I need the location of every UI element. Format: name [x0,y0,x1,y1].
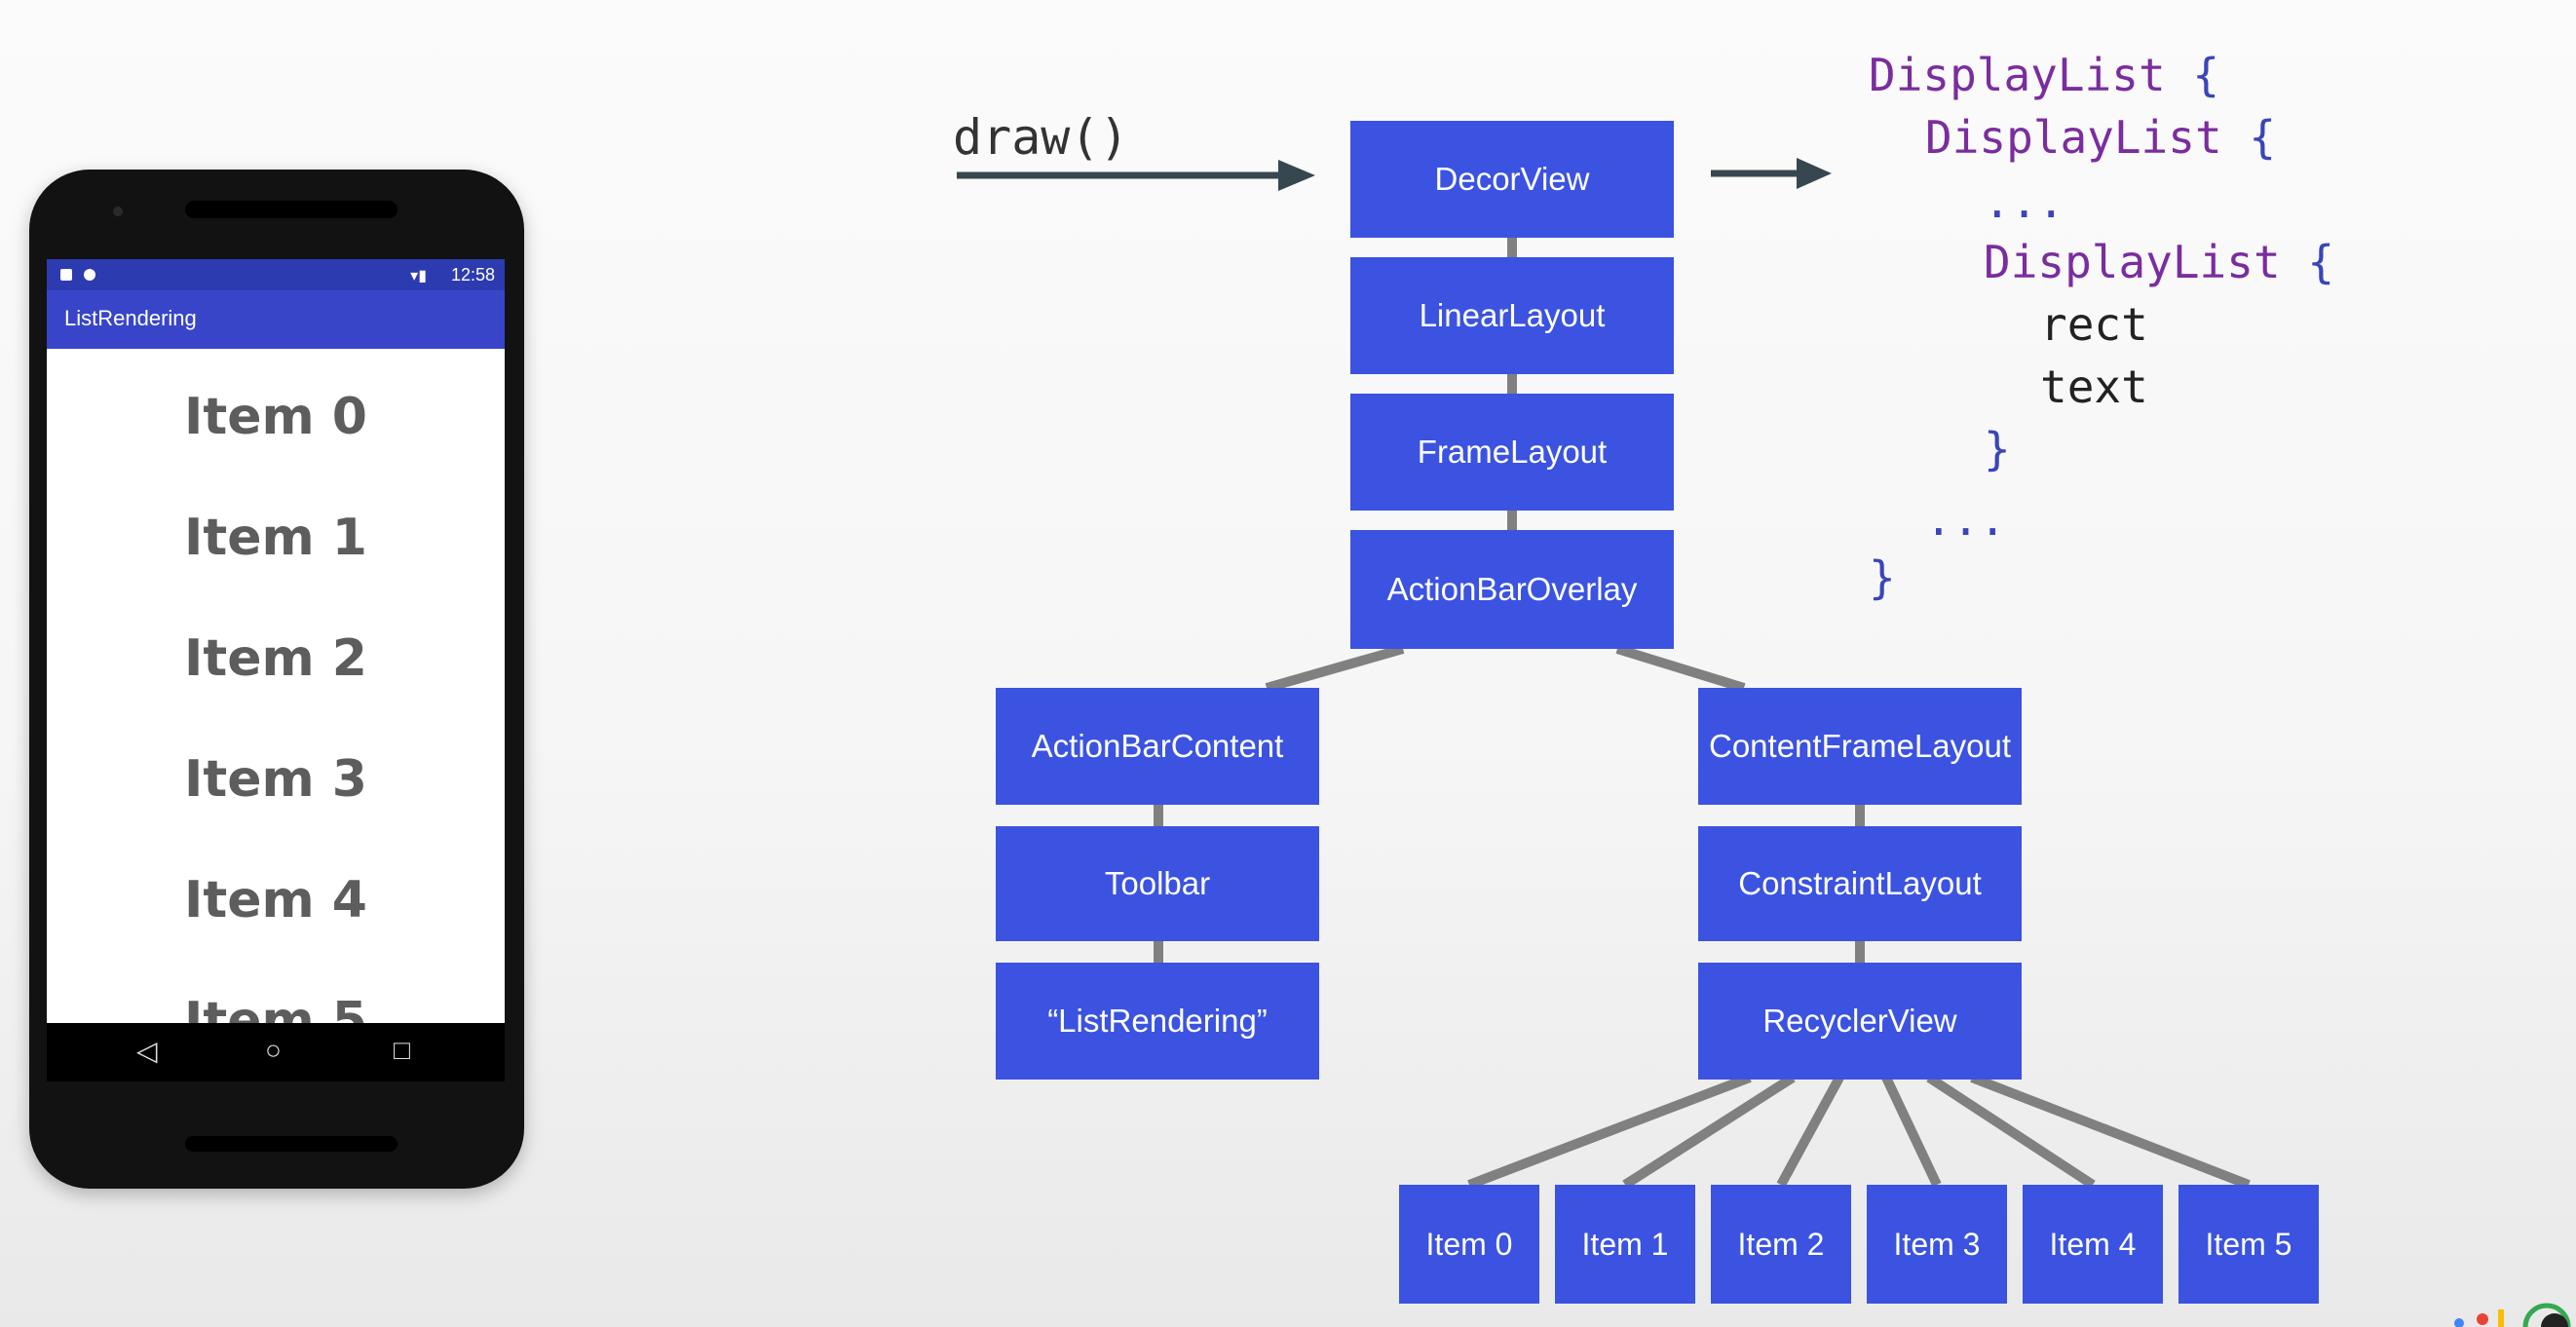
output-arrow [1711,158,1832,189]
home-icon[interactable]: ○ [265,1035,282,1065]
node-item: Item 1 [1555,1185,1695,1304]
draw-arrow [957,160,1315,191]
connector-line [1776,1075,1844,1188]
list-item[interactable]: Item 1 [184,509,367,567]
code-ellipsis: ... [1984,175,2065,228]
code-brace: } [1984,423,2011,475]
code-brace: { [2165,49,2220,101]
node-frame-layout: FrameLayout [1350,394,1674,511]
list-item[interactable]: Item 3 [184,750,367,809]
signal-battery-icon: ▾▮ [410,268,427,284]
connector-line [1467,1073,1752,1190]
node-toolbar: Toolbar [996,826,1319,941]
code-line: DisplayList { [1925,111,2276,164]
code-line: DisplayList { [1869,49,2219,101]
status-bar: ▾▮ 12:58 [47,259,505,290]
recent-apps-icon[interactable]: □ [394,1035,410,1065]
code-line: DisplayList { [1984,236,2334,288]
phone-speaker [185,201,398,218]
node-constraint-layout: ConstraintLayout [1698,826,2022,941]
node-decor-view: DecorView [1350,121,1674,238]
node-item: Item 3 [1867,1185,2007,1304]
list-item[interactable]: Item 0 [184,388,367,446]
connector-line [1265,644,1405,693]
code-brace: { [2221,111,2277,164]
notification-icon [60,269,72,281]
code-rect: rect [2040,298,2148,351]
node-item: Item 2 [1711,1185,1851,1304]
connector-line [1970,1073,2251,1190]
node-list-rendering-text: “ListRendering” [996,963,1319,1080]
connector-line [1926,1073,2096,1190]
connector-line [1622,1073,1796,1190]
connector-line [1881,1075,1942,1188]
node-action-bar-overlay: ActionBarOverlay [1350,530,1674,649]
nav-bar: ◁ ○ □ [47,1023,505,1081]
code-keyword: DisplayList [1984,236,2281,288]
event-logo [2454,1303,2571,1327]
app-title: ListRendering [64,306,197,330]
code-ellipsis: ... [1925,493,2007,546]
node-item: Item 4 [2023,1185,2163,1304]
node-item: Item 0 [1399,1185,1539,1304]
connector-line [1615,644,1746,693]
phone-mockup: ▾▮ 12:58 ListRendering Item 0 Item 1 Ite… [29,170,524,1189]
status-time: 12:58 [450,265,495,284]
code-text: text [2040,360,2148,413]
list-item[interactable]: Item 2 [184,629,367,688]
code-brace: { [2280,236,2335,288]
app-bar: ListRendering [47,290,505,349]
node-action-bar-content: ActionBarContent [996,688,1319,805]
code-keyword: DisplayList [1869,49,2166,101]
node-linear-layout: LinearLayout [1350,257,1674,374]
phone-bottom-speaker [185,1136,398,1152]
list-item[interactable]: Item 4 [184,871,367,929]
phone-screen: ▾▮ 12:58 ListRendering Item 0 Item 1 Ite… [47,259,505,1081]
node-content-frame-layout: ContentFrameLayout [1698,688,2022,805]
camera-dot [113,207,123,216]
code-keyword: DisplayList [1925,111,2222,164]
notification-icon [84,269,95,281]
node-recycler-view: RecyclerView [1698,963,2022,1080]
node-item: Item 5 [2178,1185,2319,1304]
back-icon[interactable]: ◁ [136,1036,158,1066]
draw-call-label: draw() [953,109,1129,166]
code-brace: } [1869,551,1896,604]
